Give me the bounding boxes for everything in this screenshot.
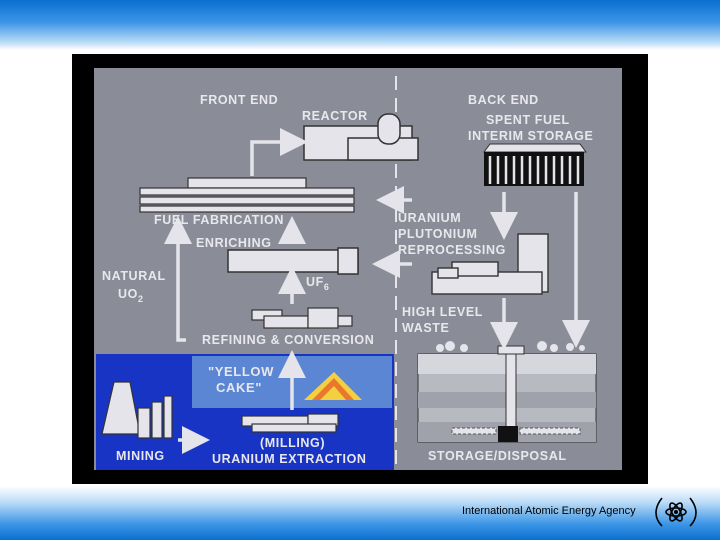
spent-fuel-storage-icon — [483, 143, 587, 186]
footer-gradient-band — [0, 486, 720, 540]
label-plutonium: PLUTONIUM — [398, 227, 477, 241]
label-spent-fuel-2: INTERIM STORAGE — [468, 129, 593, 143]
label-cake: CAKE" — [216, 380, 262, 395]
label-waste: WASTE — [402, 321, 449, 335]
reactor-icon — [303, 113, 419, 161]
fuel-cycle-diagram: FRONT END BACK END REACTOR SPENT FUEL IN… — [72, 54, 648, 484]
label-uranium: URANIUM — [398, 211, 461, 225]
iaea-emblem-icon — [655, 497, 697, 527]
fuel-fabrication-icon — [139, 177, 355, 213]
arrow-natural-to-fab — [164, 216, 192, 342]
enriching-icon — [227, 247, 359, 275]
label-uf6: UF6 — [306, 275, 329, 292]
label-uranium-extraction: URANIUM EXTRACTION — [212, 452, 367, 466]
storage-disposal-icon — [417, 341, 597, 443]
label-refining: REFINING & CONVERSION — [202, 333, 374, 347]
label-front-end: FRONT END — [200, 93, 278, 107]
yellow-cake-pile-icon — [304, 372, 362, 400]
label-yellow: "YELLOW — [208, 364, 274, 379]
reprocessing-icon — [431, 233, 549, 295]
label-fuel-fabrication: FUEL FABRICATION — [154, 213, 284, 227]
header-gradient-band — [0, 0, 720, 50]
label-reprocessing: REPROCESSING — [398, 243, 506, 257]
label-spent-fuel-1: SPENT FUEL — [486, 113, 570, 127]
label-milling: (MILLING) — [260, 436, 325, 450]
footer-org-name: International Atomic Energy Agency — [462, 505, 636, 517]
mining-icon — [101, 381, 173, 439]
milling-icon — [241, 413, 339, 433]
label-mining: MINING — [116, 449, 165, 463]
label-natural: NATURAL — [102, 269, 166, 283]
label-back-end: BACK END — [468, 93, 539, 107]
label-reactor: REACTOR — [302, 109, 368, 123]
label-high-level: HIGH LEVEL — [402, 305, 483, 319]
flow-arrows — [164, 128, 590, 454]
refining-icon — [251, 307, 353, 329]
label-enriching: ENRICHING — [196, 236, 272, 250]
label-storage-disposal: STORAGE/DISPOSAL — [428, 449, 567, 463]
label-uo2: UO2 — [118, 287, 144, 304]
fuel-cycle-svg: FRONT END BACK END REACTOR SPENT FUEL IN… — [94, 68, 622, 470]
arrow-fab-to-reactor — [250, 128, 308, 176]
